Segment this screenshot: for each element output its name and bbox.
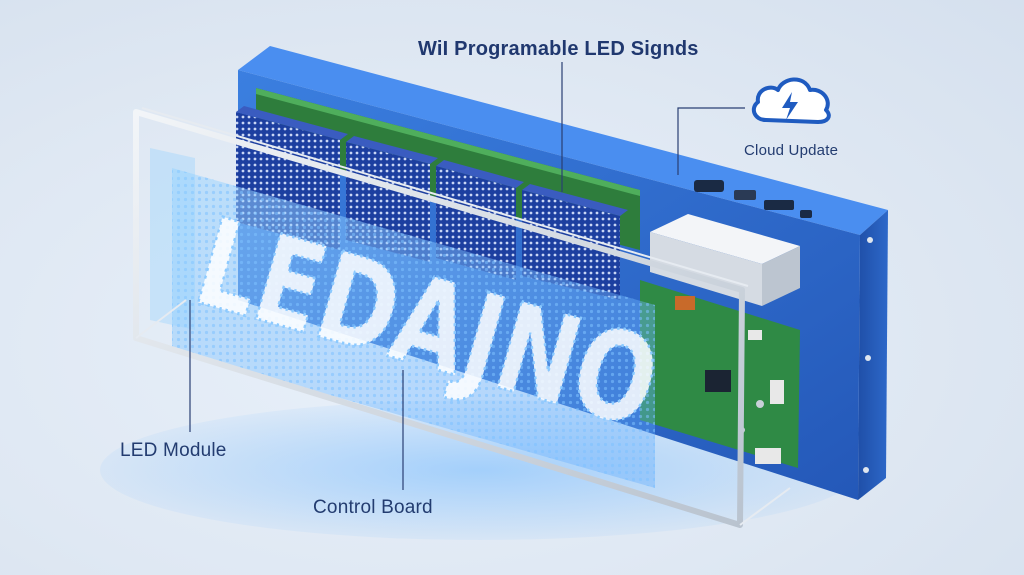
cloud-lightning-icon bbox=[751, 77, 831, 124]
frame-edges bbox=[135, 107, 791, 526]
control-board bbox=[640, 280, 800, 468]
led-module-label: LED Module bbox=[120, 440, 227, 461]
cloud-update-label: Cloud Update bbox=[744, 142, 839, 159]
callout-lines bbox=[189, 62, 745, 490]
page-title: WiI Programable LED Signds bbox=[418, 38, 699, 60]
led-display-panel bbox=[150, 148, 655, 488]
control-board-label: Control Board bbox=[313, 497, 433, 518]
